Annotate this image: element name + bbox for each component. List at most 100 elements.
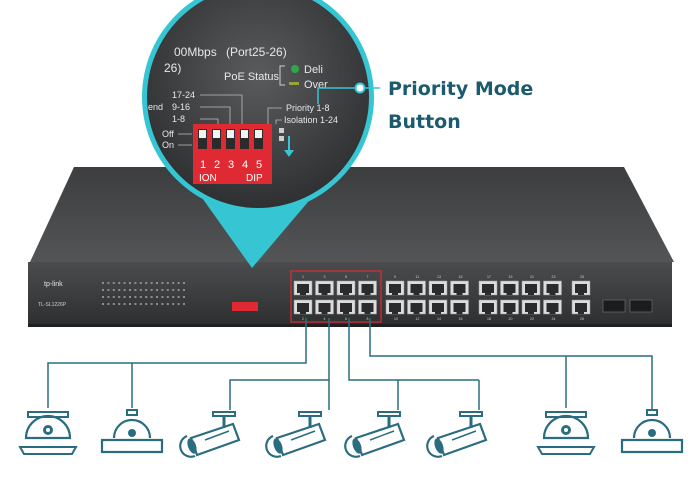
ethernet-ports: 1234567891011121314151617181920212223242… <box>293 275 591 321</box>
status-led <box>118 303 121 305</box>
dip-toggle[interactable] <box>255 130 262 138</box>
dip-slot[interactable] <box>212 129 221 149</box>
callout-pointer <box>317 82 380 104</box>
zoom-speed-text: 00Mbps <box>174 45 217 59</box>
ethernet-port <box>315 280 334 296</box>
port-number-label: 8 <box>367 317 369 321</box>
status-led <box>150 296 153 298</box>
status-led <box>139 289 142 291</box>
group-label-17-24: 17-24 <box>172 90 195 100</box>
status-led <box>118 282 121 284</box>
status-led <box>139 303 142 305</box>
ethernet-port <box>450 280 469 296</box>
status-led <box>156 282 158 284</box>
ethernet-port <box>500 280 519 296</box>
ethernet-port <box>358 280 377 296</box>
ethernet-port <box>428 299 448 315</box>
port-number-label: 25 <box>580 275 584 279</box>
port-number-label: 16 <box>459 317 463 321</box>
status-led <box>107 289 110 291</box>
port-number-label: 17 <box>487 275 491 279</box>
status-led <box>177 282 180 284</box>
status-led <box>123 296 126 298</box>
port-number-label: 19 <box>509 275 513 279</box>
status-led <box>161 303 164 305</box>
brand-logo: tp-link <box>44 281 63 288</box>
status-led <box>102 303 104 305</box>
poe-led-green <box>291 65 299 73</box>
dip-slot[interactable] <box>240 129 249 149</box>
ethernet-port <box>336 280 356 296</box>
status-led <box>145 303 148 305</box>
status-led <box>118 296 121 298</box>
status-led <box>145 282 148 284</box>
port-number-label: 21 <box>530 275 534 279</box>
dip-number-2: 2 <box>214 159 220 171</box>
status-led <box>123 303 126 305</box>
status-led <box>183 289 185 291</box>
status-led <box>145 296 148 298</box>
port-number-label: 20 <box>509 317 513 321</box>
status-led <box>177 303 180 305</box>
dip-slot[interactable] <box>226 129 235 149</box>
port-number-label: 7 <box>367 275 369 279</box>
ethernet-port <box>571 280 591 296</box>
ethernet-port <box>543 299 562 315</box>
dip-slot[interactable] <box>198 129 207 149</box>
status-led <box>156 303 158 305</box>
status-led <box>129 282 131 284</box>
status-led <box>156 296 158 298</box>
dip-number-1: 1 <box>200 159 206 171</box>
dip-number-5: 5 <box>256 159 262 171</box>
deli-text: Deli <box>304 64 323 76</box>
status-led <box>145 289 148 291</box>
status-led <box>134 289 137 291</box>
dip-toggle[interactable] <box>241 130 248 138</box>
port-number-label: 26 <box>580 317 584 321</box>
status-led <box>150 303 153 305</box>
status-led <box>112 296 115 298</box>
status-led <box>112 303 115 305</box>
dip-on-text: ION <box>199 173 217 184</box>
status-led <box>118 289 121 291</box>
switch-dip-switch[interactable] <box>232 302 258 311</box>
port-number-label: 6 <box>345 317 347 321</box>
dip-switch[interactable]: 1 2 3 4 5 ION DIP <box>193 124 272 184</box>
status-led <box>183 303 185 305</box>
port-number-label: 10 <box>394 317 398 321</box>
switch-top-surface <box>30 167 674 262</box>
ethernet-port <box>336 299 356 315</box>
dip-toggle[interactable] <box>199 130 206 138</box>
status-led <box>172 282 175 284</box>
port-number-label: 11 <box>416 275 420 279</box>
zoom-panel: 00Mbps (Port25-26) 26) PoE Status Deli O… <box>142 0 374 213</box>
status-led <box>107 303 110 305</box>
port-number-label: 13 <box>437 275 441 279</box>
port-number-label: 15 <box>459 275 463 279</box>
ethernet-port <box>450 299 469 315</box>
dip-slot[interactable] <box>254 129 263 149</box>
ethernet-port <box>500 299 519 315</box>
sfp-port <box>602 299 626 313</box>
end-text: end <box>148 102 163 112</box>
camera-row <box>18 409 684 458</box>
status-led <box>166 289 169 291</box>
ethernet-port <box>315 299 334 315</box>
status-led <box>134 282 137 284</box>
status-led <box>129 296 131 298</box>
zoom-port-number: 26) <box>164 61 181 75</box>
group-label-9-16: 9-16 <box>172 102 190 112</box>
dip-number-4: 4 <box>242 159 248 171</box>
status-led <box>156 289 158 291</box>
status-led <box>129 303 131 305</box>
status-led <box>172 289 175 291</box>
status-led <box>166 282 169 284</box>
port-number-label: 5 <box>345 275 347 279</box>
port-number-label: 3 <box>324 275 326 279</box>
ethernet-port <box>521 299 541 315</box>
ethernet-port <box>543 280 562 296</box>
dip-toggle[interactable] <box>213 130 220 138</box>
ethernet-port <box>571 299 591 315</box>
dip-toggle[interactable] <box>227 130 234 138</box>
ethernet-port <box>407 299 426 315</box>
